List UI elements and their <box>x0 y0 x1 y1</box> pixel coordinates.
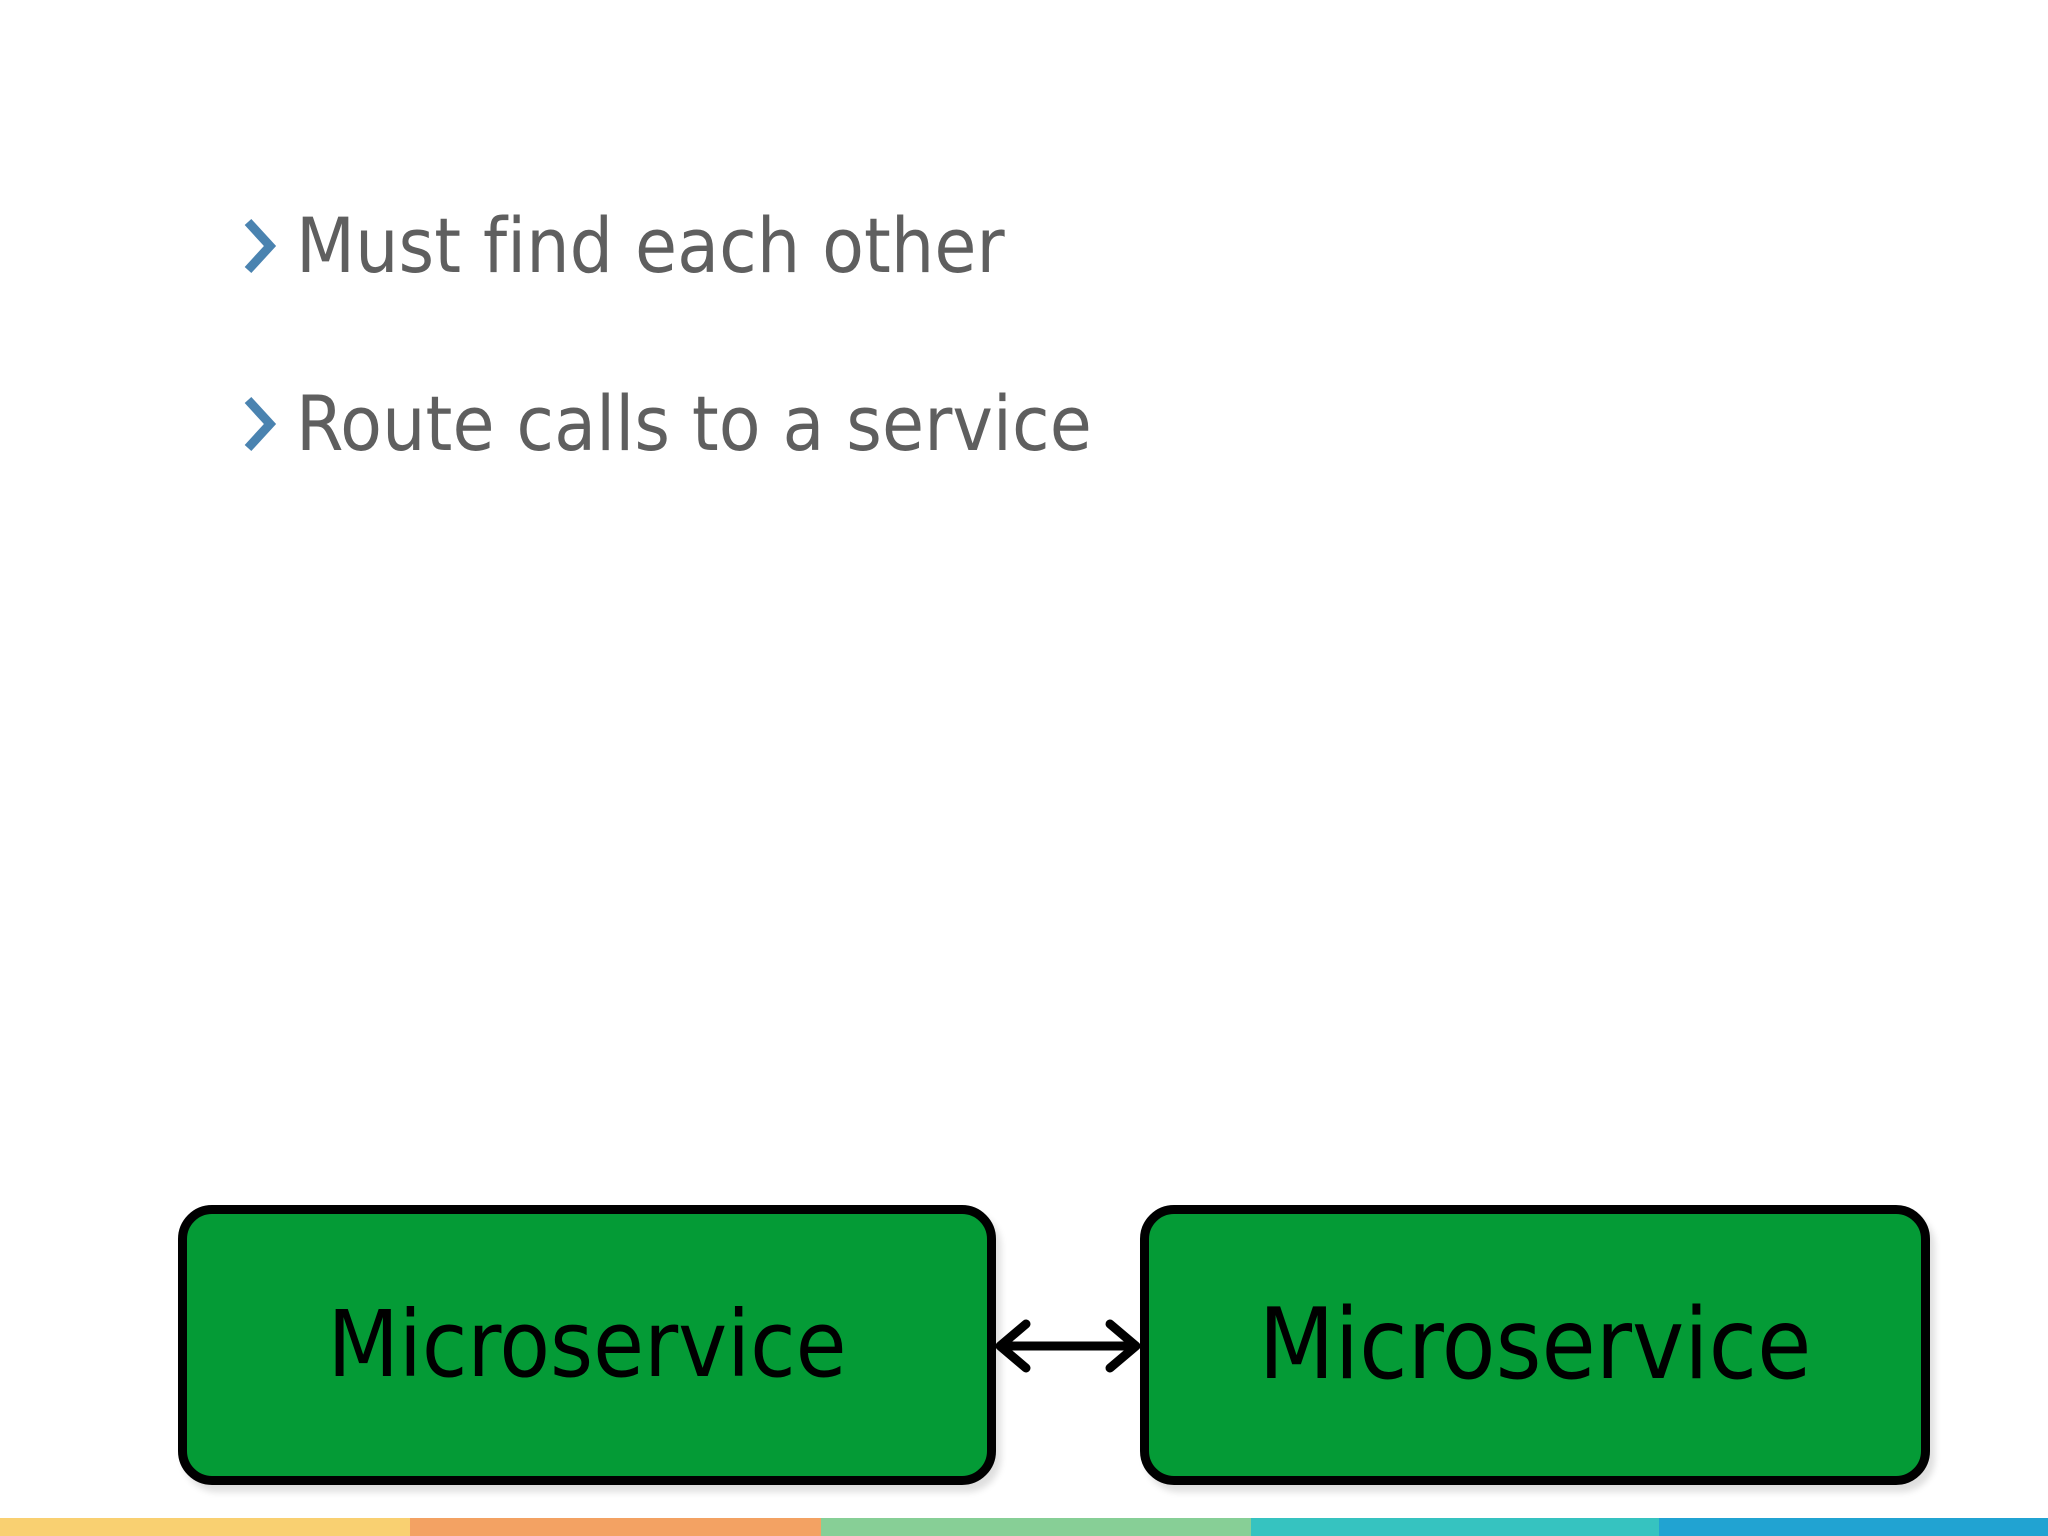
footer-color-bar <box>0 1518 2048 1536</box>
footer-segment-blue <box>1658 1518 2048 1536</box>
footer-segment-green <box>821 1518 1252 1536</box>
bullet-text: Route calls to a service <box>296 379 1092 468</box>
footer-segment-teal <box>1251 1518 1659 1536</box>
microservice-node-label: Microservice <box>327 1291 847 1398</box>
microservice-node-left: Microservice <box>178 1205 996 1485</box>
list-item: Must find each other <box>240 200 1840 292</box>
microservice-node-right: Microservice <box>1140 1205 1930 1485</box>
chevron-right-icon <box>240 200 296 292</box>
list-item: Route calls to a service <box>240 378 1840 470</box>
chevron-right-icon <box>240 378 296 470</box>
footer-segment-orange <box>409 1518 822 1536</box>
footer-segment-yellow <box>0 1518 410 1536</box>
microservice-node-label: Microservice <box>1258 1288 1812 1402</box>
bullet-list: Must find each other Route calls to a se… <box>240 200 1840 556</box>
bullet-text: Must find each other <box>296 201 1005 290</box>
bidirectional-arrow-icon <box>988 1313 1148 1379</box>
microservices-diagram: Microservice Microservice <box>0 1195 2048 1505</box>
